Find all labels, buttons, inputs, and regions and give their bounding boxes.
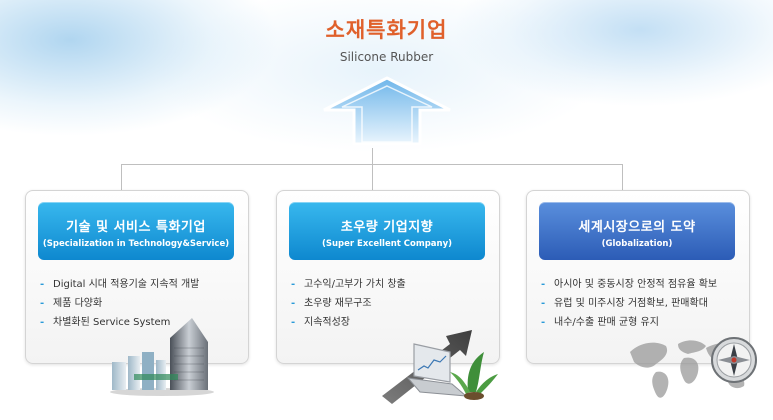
world-map-compass-icon: [630, 337, 757, 398]
list-item: -고수익/고부가 가치 창출: [291, 275, 406, 294]
card-technology-service: 기술 및 서비스 특화기업 (Specialization in Technol…: [25, 190, 249, 364]
card-header: 세계시장으로의 도약 (Globalization): [539, 202, 735, 260]
page-subtitle: Silicone Rubber: [339, 50, 434, 64]
buildings-icon: [110, 318, 214, 396]
card-title: 초우량 기업지향: [340, 220, 434, 235]
dash-icon: -: [541, 298, 546, 309]
card-subtitle: (Specialization in Technology&Service): [42, 239, 230, 249]
card-subtitle: (Super Excellent Company): [321, 239, 453, 249]
list-item: -Digital 시대 적용기술 지속적 개발: [40, 275, 199, 294]
list-item: -지속적성장: [291, 313, 406, 332]
card-header: 기술 및 서비스 특화기업 (Specialization in Technol…: [38, 202, 234, 260]
list-item: -차별화된 Service System: [40, 313, 199, 332]
dash-icon: -: [291, 317, 296, 328]
list-item: -내수/수출 판매 균형 유지: [541, 313, 717, 332]
dash-icon: -: [40, 298, 45, 309]
list-item: -유럽 및 미주시장 거점확보, 판매확대: [541, 294, 717, 313]
page-title: 소재특화기업: [325, 18, 448, 42]
dash-icon: -: [541, 317, 546, 328]
list-item: -아시아 및 중동시장 안정적 점유율 확보: [541, 275, 717, 294]
connector-lines: [121, 148, 623, 191]
up-arrow-icon: [323, 76, 451, 146]
dash-icon: -: [291, 298, 296, 309]
card-title: 기술 및 서비스 특화기업: [66, 220, 206, 235]
card-header: 초우량 기업지향 (Super Excellent Company): [289, 202, 485, 260]
bullet-list: -Digital 시대 적용기술 지속적 개발 -제품 다양화 -차별화된 Se…: [40, 275, 199, 332]
card-subtitle: (Globalization): [601, 239, 673, 249]
dash-icon: -: [40, 317, 45, 328]
bullet-list: -고수익/고부가 가치 창출 -초우량 재무구조 -지속적성장: [291, 275, 406, 332]
bullet-list: -아시아 및 중동시장 안정적 점유율 확보 -유럽 및 미주시장 거점확보, …: [541, 275, 717, 332]
card-title: 세계시장으로의 도약: [578, 220, 696, 235]
laptop-growth-icon: [382, 330, 498, 404]
dash-icon: -: [291, 279, 296, 290]
dash-icon: -: [541, 279, 546, 290]
list-item: -제품 다양화: [40, 294, 199, 313]
dash-icon: -: [40, 279, 45, 290]
card-globalization: 세계시장으로의 도약 (Globalization) -아시아 및 중동시장 안…: [526, 190, 750, 364]
list-item: -초우량 재무구조: [291, 294, 406, 313]
